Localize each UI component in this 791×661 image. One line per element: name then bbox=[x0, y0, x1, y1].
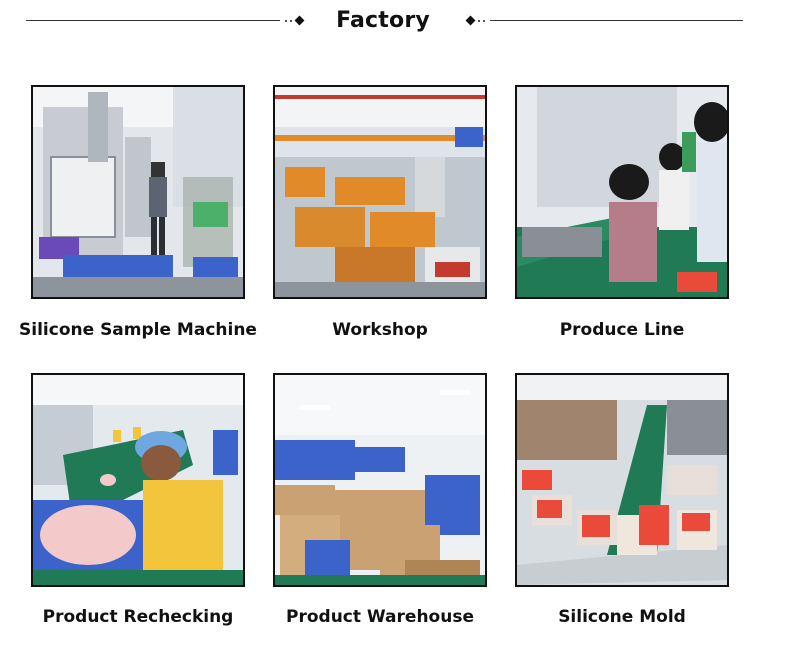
silicone-sample-machine-photo bbox=[31, 85, 245, 299]
caption-workshop: Workshop bbox=[332, 320, 428, 340]
header-ornament-left-icon bbox=[284, 14, 314, 28]
factory-card-produce-line: Produce Line bbox=[515, 85, 729, 340]
caption-product-warehouse: Product Warehouse bbox=[286, 607, 474, 627]
caption-produce-line: Produce Line bbox=[559, 320, 685, 340]
caption-product-rechecking: Product Rechecking bbox=[42, 607, 234, 627]
caption-silicone-mold: Silicone Mold bbox=[558, 607, 686, 627]
factory-card-silicone-sample-machine: Silicone Sample Machine bbox=[19, 85, 257, 340]
factory-card-workshop: Workshop bbox=[273, 85, 487, 340]
header-rule-right bbox=[490, 20, 743, 21]
product-warehouse-photo bbox=[273, 373, 487, 587]
produce-line-photo bbox=[515, 85, 729, 299]
header-rule-left bbox=[26, 20, 280, 21]
workshop-photo bbox=[273, 85, 487, 299]
factory-card-product-rechecking: Product Rechecking bbox=[31, 373, 245, 627]
product-rechecking-photo bbox=[31, 373, 245, 587]
page-title: Factory bbox=[336, 8, 430, 33]
section-header: Factory bbox=[0, 0, 791, 44]
factory-card-silicone-mold: Silicone Mold bbox=[515, 373, 729, 627]
factory-card-product-warehouse: Product Warehouse bbox=[273, 373, 487, 627]
caption-silicone-sample-machine: Silicone Sample Machine bbox=[19, 320, 257, 340]
header-ornament-right-icon bbox=[461, 14, 491, 28]
silicone-mold-photo bbox=[515, 373, 729, 587]
